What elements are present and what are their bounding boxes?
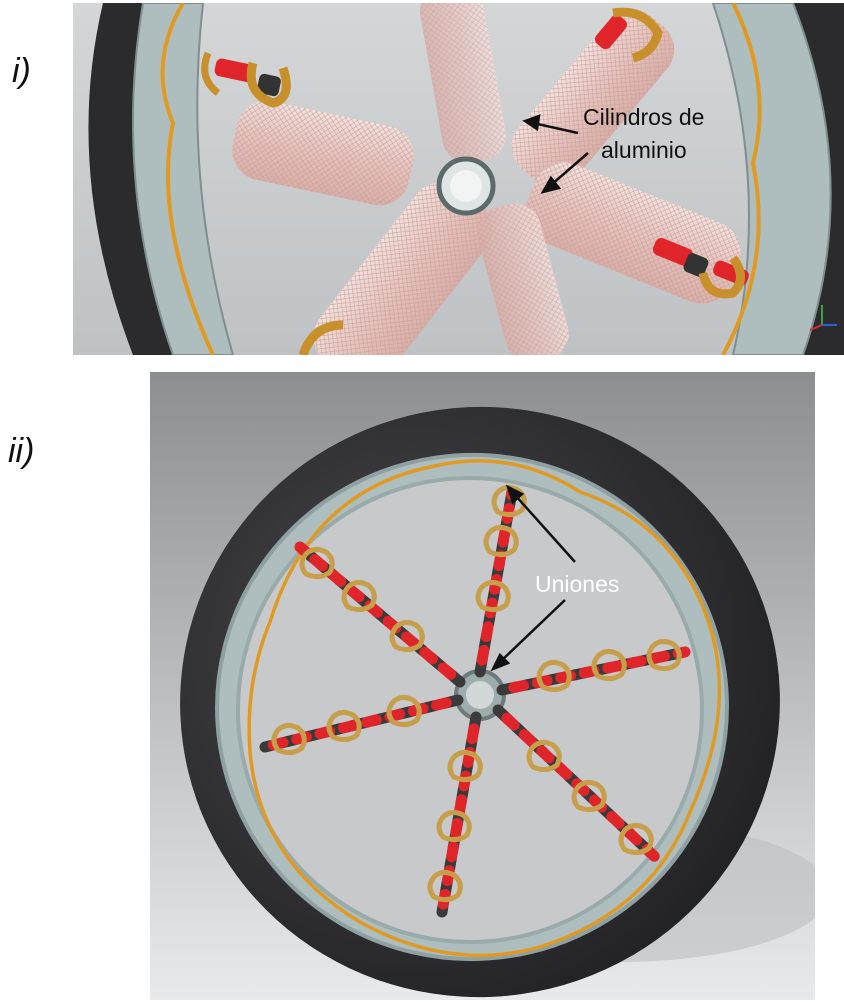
callout-joints: Uniones xyxy=(535,571,619,597)
aluminium-cylinder-bottom-left xyxy=(313,182,493,355)
panel-label-i: i) xyxy=(12,52,31,90)
aluminium-cylinder-left xyxy=(232,100,414,206)
connector-left-end xyxy=(201,51,291,108)
spring-band-right xyxy=(721,3,762,355)
spring-band-left xyxy=(160,3,215,355)
callout-cylinders-line2: aluminio xyxy=(601,137,687,163)
axis-triad-icon xyxy=(809,305,837,331)
connector-top-right xyxy=(594,7,663,63)
rim-right xyxy=(711,3,832,355)
callout-cylinders-line1: Cilindros de xyxy=(583,104,704,130)
aluminium-cylinder-top xyxy=(419,3,507,164)
tire-left xyxy=(88,3,173,355)
aluminium-cylinder-bottom xyxy=(477,203,569,355)
render-closeup-panel: Cilindros de aluminio xyxy=(73,3,844,355)
rim-left xyxy=(132,3,235,355)
connector-bottom-left xyxy=(298,320,344,355)
spring-band xyxy=(247,459,722,958)
tire-right xyxy=(793,3,844,355)
callout-arrows xyxy=(522,114,589,194)
connector-right-end xyxy=(652,237,749,299)
callout-arrows xyxy=(490,484,576,672)
panel-label-ii: ii) xyxy=(8,432,35,470)
render-wheel-panel: Uniones xyxy=(150,372,815,1000)
